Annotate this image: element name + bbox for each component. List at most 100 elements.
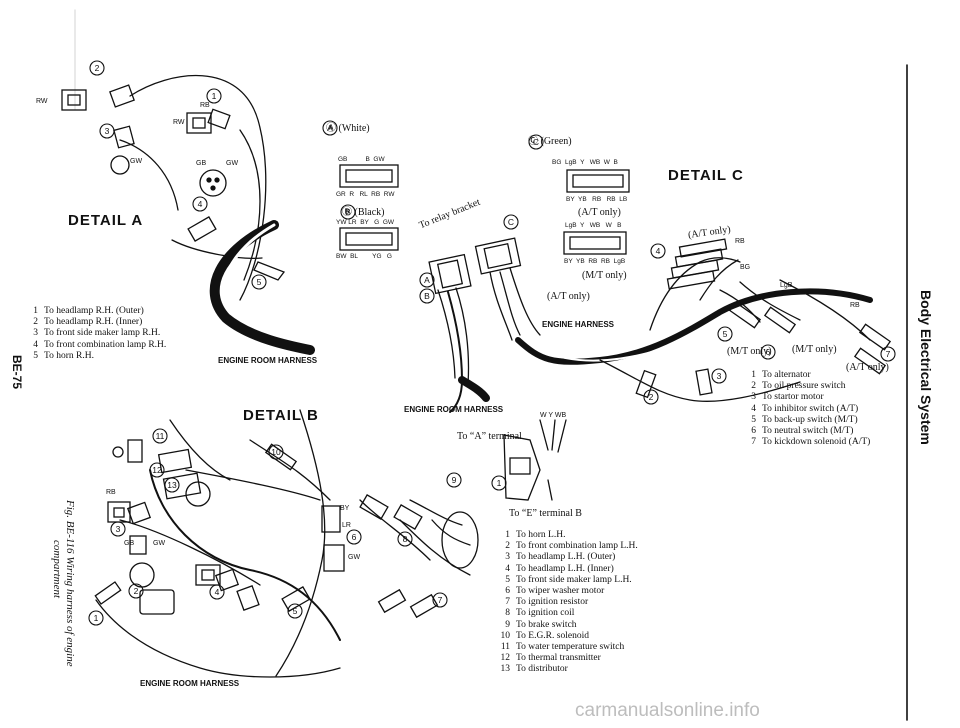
legend-text: To water temperature switch [516,642,625,653]
wire-tag: LgB [780,282,793,289]
legend-item: 8 To ignition coil [494,608,638,619]
svg-text:12: 12 [152,465,162,475]
legend-text: To back-up switch (M/T) [762,414,858,425]
svg-text:B: B [424,291,430,301]
watermark: carmanualsonline.info [575,700,760,721]
legend-number: 5 [33,350,38,361]
figure-label: Fig. BE-116 [64,500,76,554]
legend-text: To distributor [516,664,568,675]
wire-tag: RW [173,119,185,126]
svg-text:4: 4 [198,199,203,209]
legend-text: To ignition coil [516,608,575,619]
connector-b-label: Ⓑ (Black) [342,207,385,218]
legend-item: 3 To headlamp L.H. (Outer) [494,552,638,563]
svg-text:2: 2 [134,586,139,596]
legend-number: 1 [751,370,756,380]
detail-b-title: DETAIL B [243,407,319,424]
at-only-label: (A/T only) [547,291,590,302]
wire-codes: GR R RL RB RW [336,191,395,198]
wire-tag: BG [740,264,751,271]
wire-codes: LgB Y WB W B [565,222,622,229]
legend-text: To ignition resistor [516,597,589,608]
legend-number: 1 [33,306,38,316]
legend-text: To thermal transmitter [516,653,601,664]
svg-text:7: 7 [886,349,891,359]
legend-text: To kickdown solenoid (A/T) [762,437,871,448]
legend-number: 13 [500,664,511,675]
at-only-label: (A/T only) [578,207,621,218]
legend-number: 11 [500,642,510,653]
legend-text: To horn L.H. [516,530,566,540]
svg-text:10: 10 [271,447,281,457]
svg-text:6: 6 [766,347,771,357]
legend-number: 2 [751,381,756,392]
svg-text:5: 5 [293,606,298,616]
wire-codes: BY YB RB RB LB [566,196,628,203]
legend-item: 3 To front side maker lamp R.H. [22,328,166,339]
wire-tag: GW [153,540,166,547]
wire-codes: BW BL YG G [336,253,392,260]
svg-text:B: B [345,207,351,217]
svg-text:3: 3 [116,524,121,534]
legend-number: 10 [500,630,511,641]
wire-tag: RB [106,489,116,496]
legend-item: 5 To horn R.H. [22,351,166,362]
detail-c-title: DETAIL C [668,167,744,184]
legend-text: To headlamp R.H. (Outer) [44,306,144,316]
figure-caption-line1: Wiring harness of engine [64,556,76,667]
wire-tag: BY [340,505,350,512]
legend-item: 4 To headlamp L.H. (Inner) [494,564,638,575]
legend-number: 5 [505,574,510,585]
svg-text:6: 6 [352,532,357,542]
figure-caption-line2: compartment [51,540,63,599]
harness-label: ENGINE ROOM HARNESS [218,356,318,365]
figure-caption: Fig. BE-116 Wiring harness of engine com… [50,500,76,667]
legend-number: 4 [505,563,510,574]
wire-tag: W Y WB [540,412,567,419]
legend-text: To inhibitor switch (A/T) [762,403,859,414]
legend-text: To headlamp L.H. (Inner) [516,563,614,574]
harness-label: ENGINE HARNESS [542,320,615,329]
legend-number: 8 [505,608,510,619]
svg-text:1: 1 [212,91,217,101]
legend-number: 4 [33,339,38,350]
legend-text: To headlamp L.H. (Outer) [516,552,616,563]
legend-number: 3 [33,328,38,339]
wire-codes: BY YB RB RB LgB [564,258,626,265]
svg-text:3: 3 [717,371,722,381]
legend-number: 1 [505,530,510,540]
wire-codes: BG LgB Y WB W B [552,159,618,166]
wire-tag: GB [124,540,135,547]
connector-a-label: Ⓐ (White) [326,123,370,134]
svg-text:13: 13 [167,480,177,490]
svg-text:A: A [327,123,333,133]
legend-number: 3 [505,552,510,563]
to-e-terminal-label: To “E” terminal B [509,508,582,519]
svg-text:5: 5 [723,329,728,339]
wire-tag: LR [342,522,351,529]
legend-text: To front side maker lamp R.H. [44,328,161,339]
legend-item: 13 To distributor [494,664,638,675]
legend-item: 1 To headlamp R.H. (Outer) [22,306,166,317]
svg-text:C: C [508,217,514,227]
legend-text: To E.G.R. solenoid [516,630,589,641]
connector-c-label: Ⓒ (Green) [528,136,572,147]
wire-codes: YW LR BY G GW [336,219,395,226]
svg-text:7: 7 [438,595,443,605]
legend-text: To headlamp R.H. (Inner) [44,317,143,328]
mt-only-label: (M/T only) [582,270,627,281]
wire-tag: GW [130,158,143,165]
legend-text: To brake switch [516,619,577,630]
legend-text: To horn R.H. [44,350,95,361]
legend-item: 1 To horn L.H. [494,530,638,541]
